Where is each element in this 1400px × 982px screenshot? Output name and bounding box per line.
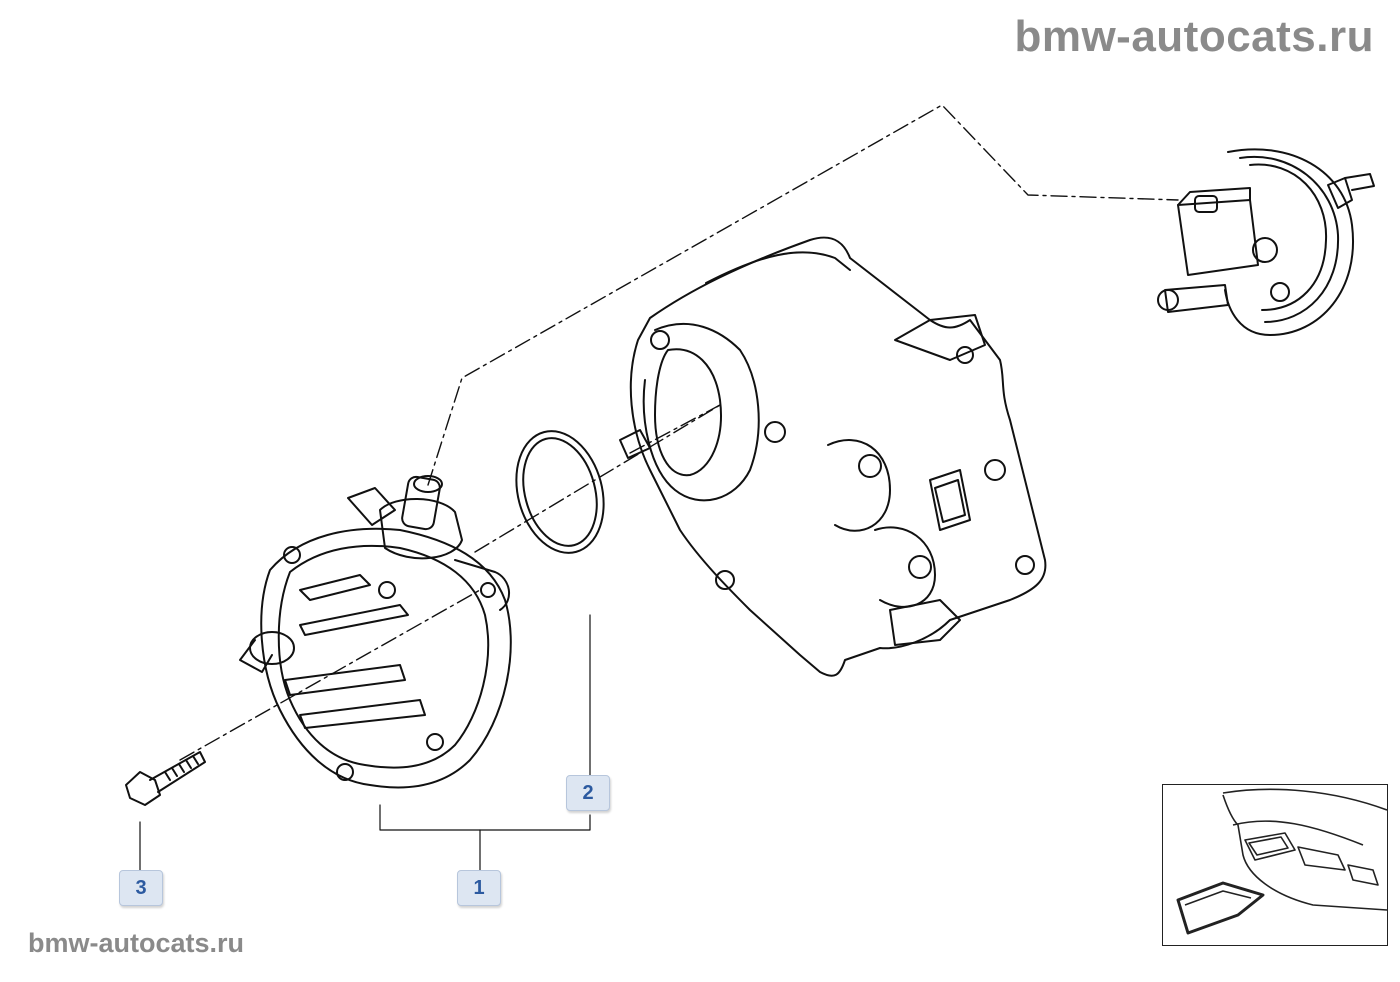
brake-booster (1157, 148, 1375, 336)
watermark-bottom: bmw-autocats.ru (28, 928, 245, 958)
callout-3[interactable]: 3 (119, 870, 163, 906)
vehicle-location-thumbnail (1162, 784, 1388, 946)
leader-lines (139, 614, 591, 873)
timing-case-housing (619, 236, 1047, 677)
car-front-icon (1176, 788, 1388, 935)
vacuum-pump (239, 475, 512, 789)
watermark-top: bmw-autocats.ru (1014, 12, 1374, 61)
callout-1[interactable]: 1 (457, 870, 501, 906)
callout-2[interactable]: 2 (566, 775, 610, 811)
reference-lines (179, 104, 1179, 761)
o-ring (515, 430, 605, 554)
bolt (125, 751, 206, 806)
